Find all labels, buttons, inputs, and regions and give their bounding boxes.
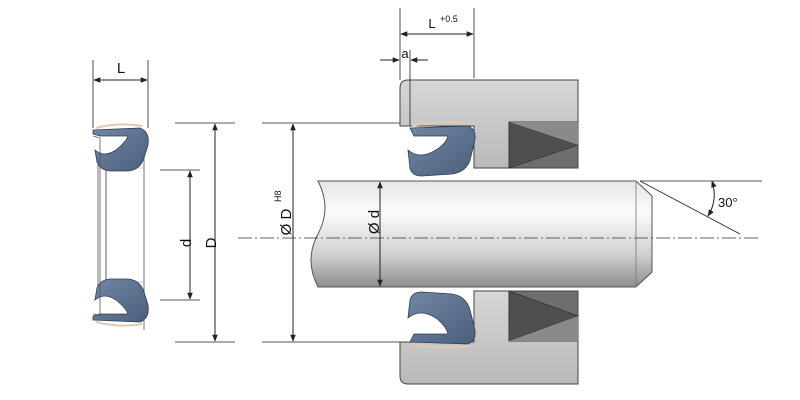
seal-standalone-view: L d D	[92, 60, 235, 343]
angle-label: 30°	[718, 195, 738, 210]
dim-phiD-label-group: Ø D H8	[273, 190, 295, 235]
dim-phiD-label: Ø D	[278, 209, 295, 236]
installed-seal-bottom	[407, 291, 476, 345]
dim-d-label: d	[178, 239, 195, 247]
dim-Ltop-label: L	[428, 16, 435, 31]
seal-bottom-profile	[92, 278, 149, 323]
dim-Ltop-tolerance: +0.5	[440, 14, 458, 24]
seal-body-line	[97, 164, 107, 286]
dim-phid-label: Ø d	[366, 210, 383, 234]
angle-chamfer-line	[639, 180, 741, 235]
installed-seal-top	[407, 125, 476, 177]
seal-top-profile	[92, 127, 149, 172]
dim-a-label: a	[401, 46, 409, 61]
dim-D-label: D	[203, 237, 220, 248]
angle-arc	[707, 180, 717, 217]
rod	[310, 180, 653, 288]
dim-L-label: L	[117, 60, 125, 77]
dim-phiD-tolerance: H8	[273, 190, 283, 202]
installed-assembly-view: Ø D H8 Ø d L +0.5 a 30°	[238, 8, 762, 385]
